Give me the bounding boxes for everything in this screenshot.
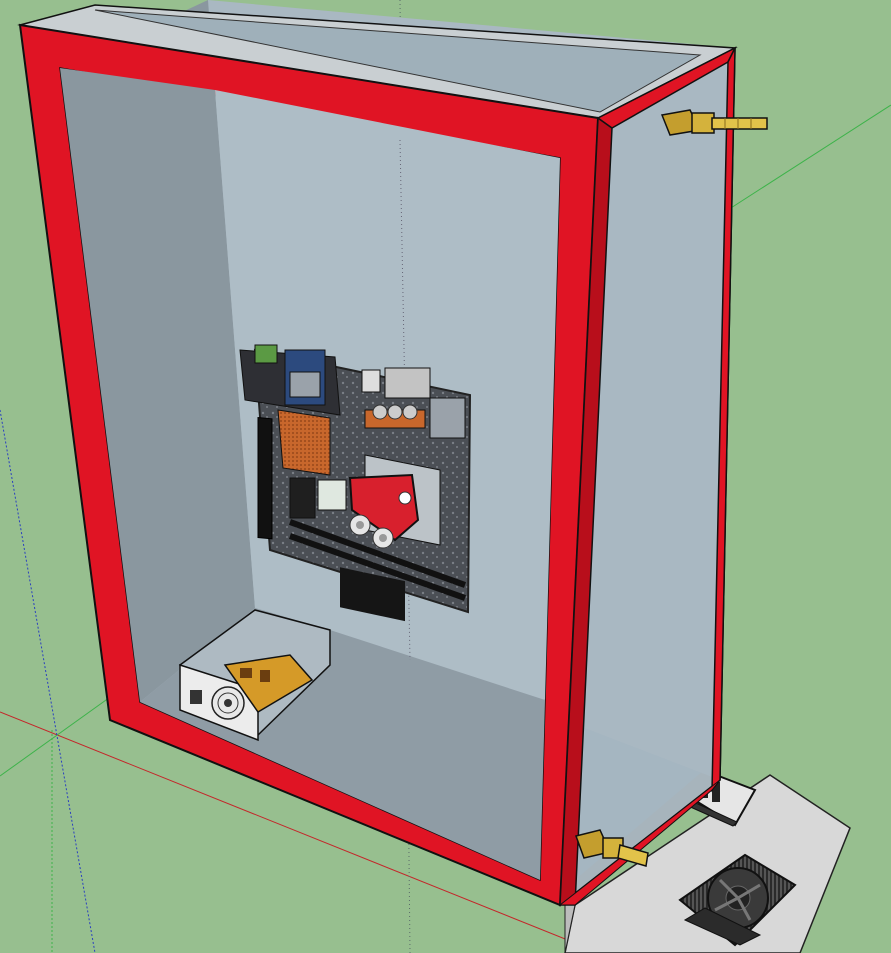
vga-connector	[384, 367, 431, 399]
audio-jacks	[254, 344, 278, 364]
opening-left-wall	[60, 68, 255, 702]
power-supply[interactable]	[178, 609, 331, 742]
motherboard[interactable]	[239, 344, 472, 622]
case-frame-bottom-right	[558, 779, 721, 906]
cpu-cooler[interactable]	[678, 853, 797, 947]
copper-heatsink	[277, 409, 331, 476]
cpu-water-block	[348, 473, 420, 542]
pcie-slot	[257, 417, 273, 540]
axis-red-line	[0, 711, 601, 953]
case-top-inner	[94, 9, 702, 113]
fitting-bottom[interactable]	[575, 829, 649, 867]
axis-green-line	[0, 689, 121, 777]
axis-green-line-far	[719, 104, 891, 216]
fitting-top[interactable]	[660, 109, 768, 136]
